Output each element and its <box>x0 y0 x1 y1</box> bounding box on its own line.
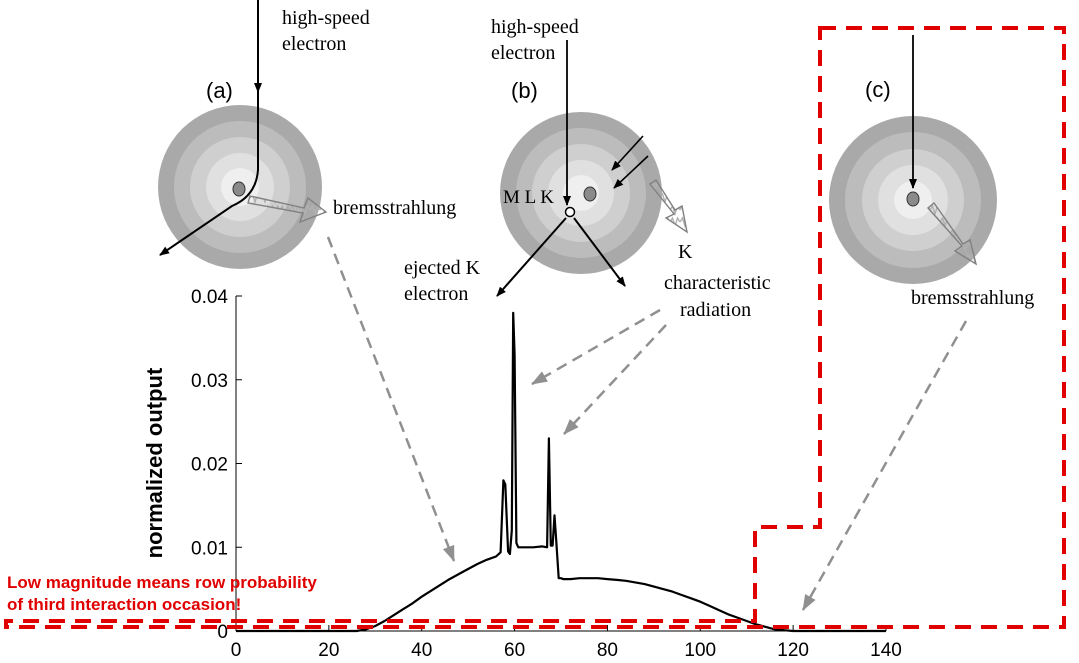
electron-label-b-line1: high-speed <box>491 16 579 38</box>
k-shell-vacancy <box>564 206 576 218</box>
bremsstrahlung-label-c: bremsstrahlung <box>911 287 1034 309</box>
atom-c-nucleus <box>906 191 920 207</box>
transition-arrow <box>611 135 644 171</box>
x-tick-label: 40 <box>411 640 432 661</box>
panel-label-a: (a) <box>206 78 233 103</box>
pointer-arrows <box>326 236 968 611</box>
electron-label-a-line1: high-speed <box>282 7 370 29</box>
atom-b-nucleus <box>583 186 597 202</box>
x-tick-label: 60 <box>504 640 525 661</box>
transition-arrow <box>613 155 649 189</box>
atom-a-nucleus <box>232 181 246 197</box>
char-label-line3: radiation <box>680 299 751 321</box>
x-tick-label: 80 <box>597 640 618 661</box>
char-label-line1: K <box>678 241 693 263</box>
characteristic-radiation-arrow <box>648 179 689 234</box>
atom-b: (b) high-speed electron M L K ejected K … <box>404 16 771 321</box>
x-tick-label: 100 <box>684 640 716 661</box>
y-tick-label: 0.01 <box>191 538 228 559</box>
electron-label-a-line2: electron <box>282 33 346 55</box>
chart-axes: 0 0.01 0.02 0.03 0.04 0 20 40 60 80 100 120 140 nor… <box>142 287 902 661</box>
electron-path-a-arrow <box>159 0 259 256</box>
x-tick-label: 0 <box>231 640 242 661</box>
char-label-line2: characteristic <box>664 272 771 294</box>
y-tick-label: 0 <box>217 622 228 643</box>
highlight-box <box>4 26 1066 629</box>
y-ticks: 0 0.01 0.02 0.03 0.04 <box>191 287 242 643</box>
ejected-label-line1: ejected K <box>404 257 481 279</box>
pointer-arrow-bremsstrahlung-c <box>801 320 968 611</box>
bremsstrahlung-arrow-c <box>926 201 978 266</box>
y-tick-label: 0.03 <box>191 371 228 392</box>
x-ticks: 0 20 40 60 80 100 120 140 <box>231 625 902 661</box>
spectrum-line <box>236 311 886 633</box>
x-tick-label: 140 <box>870 640 902 661</box>
bremsstrahlung-arrow-a <box>247 195 328 224</box>
y-tick-label: 0.04 <box>191 287 228 308</box>
pointer-arrow-k-alpha <box>531 308 661 386</box>
electron-label-b-line2: electron <box>491 42 555 64</box>
y-axis-label: normalized output <box>142 367 167 558</box>
scattered-electron-arrow <box>573 217 626 287</box>
atom-c: (c) bremsstrahlung <box>829 35 1034 309</box>
ejected-label-line2: electron <box>404 283 468 305</box>
shell-label-b: M L K <box>503 187 554 208</box>
atom-b-shell <box>563 175 599 211</box>
panel-label-b: (b) <box>511 78 538 103</box>
panel-label-c: (c) <box>865 77 891 102</box>
atom-a: (a) high-speed electron bremsstrahlung <box>158 0 456 269</box>
note-line1: Low magnitude means row probability <box>7 573 317 592</box>
x-tick-label: 20 <box>318 640 339 661</box>
pointer-arrow-k-beta <box>563 324 667 435</box>
bremsstrahlung-label-a: bremsstrahlung <box>333 197 456 219</box>
pointer-arrow-bremsstrahlung-a <box>326 236 456 562</box>
note-line2: of third interaction occasion! <box>7 595 241 614</box>
y-tick-label: 0.02 <box>191 455 228 476</box>
ejected-electron-arrow <box>496 217 567 297</box>
x-tick-label: 120 <box>777 640 809 661</box>
